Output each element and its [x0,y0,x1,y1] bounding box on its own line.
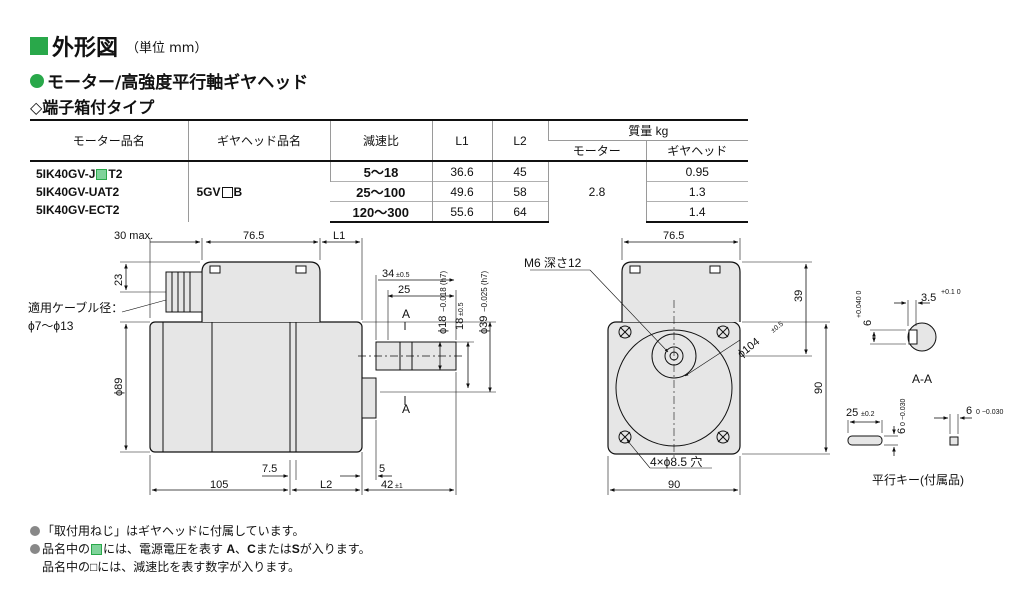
dim-25: 25 [398,284,410,296]
th-l1: L1 [431,119,492,161]
key-section-view [847,300,972,456]
side-view [120,238,496,495]
note-item: 品名中の□には、減速比を表す数字が入ります。 [42,560,301,574]
dim-phi104-tol: ±0.5 [770,321,785,335]
l2-cell: 64 [491,201,548,223]
cable-range: ϕ7～ϕ13 [28,319,74,333]
dim-5: 5 [379,463,385,475]
gear-mass-cell: 1.4 [645,201,748,223]
title-text: 外形図 [52,36,119,61]
bullet-icon [30,526,40,536]
ratio-cell: 5～18 [329,160,432,182]
notes: 「取付用ねじ」はギヤヘッドに付属しています。 品名中のには、電源電圧を表す A、… [30,522,371,576]
dim-90-vertical: 90 [813,382,825,394]
th-motor-name: モーター品名 [30,119,188,161]
motor-model-3: 5IK40GV-ECT2 [36,203,120,217]
section-aa-label: A-A [912,372,932,386]
l2-cell: 58 [491,181,548,202]
holes-label: 4×ϕ8.5 穴 [650,454,702,469]
ratio-cell: 25～100 [330,181,432,202]
th-mass-motor: モーター [548,140,646,161]
placeholder-square-icon [221,187,233,199]
key-dim-6: 6 [862,320,874,326]
dim-30max: 30 max. [114,230,153,242]
section-heading: モーター/高強度平行軸ギヤヘッド [30,68,308,93]
dim-l2: L2 [320,479,332,491]
terminal-box [201,261,321,322]
section-mark-a-top: A [402,307,410,321]
table-row: 25～100 49.6 58 1.3 [30,181,748,202]
l1-cell: 49.6 [431,181,492,202]
th-mass-gear: ギヤヘッド [645,140,748,161]
dim-23: 23 [113,274,125,286]
note-item: 「取付用ねじ」はギヤヘッドに付属しています。 [30,522,371,540]
key-dim-25: 25 [846,407,858,419]
green-square-icon [30,37,48,55]
subsection-heading: ◇端子箱付タイプ [30,98,155,117]
green-dot-icon [30,73,44,88]
cable-label: 適用ケーブル径： [28,300,123,315]
l1-cell: 55.6 [431,201,492,223]
motor-body [149,321,363,453]
dim-18-tol: ±0.5 [458,302,465,316]
dim-7-5: 7.5 [262,463,277,475]
dim-phi39-tol: −0.025 (h7) [480,271,489,312]
motor-mass-cell: 2.8 [547,160,646,222]
l2-cell: 45 [491,160,548,182]
key-dim-25-tol: ±0.2 [861,411,875,418]
page-title: 外形図 （単位 mm） [30,30,207,62]
th-gear-name: ギヤヘッド品名 [187,119,330,161]
placeholder-square-icon [96,169,108,181]
key-dim-6b: 6 [896,428,908,434]
section-mark-a-bottom: A [402,402,410,416]
parallel-key [847,435,883,446]
key-dim-6c-tol: 0 −0.030 [976,409,1004,416]
m6-label: M6 深さ12 [524,256,582,270]
ratio-cell: 120～300 [330,201,432,223]
key-dim-6b-tol: 0 −0.030 [900,398,907,426]
dim-42-tol: ±1 [395,483,403,490]
l1-cell: 36.6 [431,160,492,182]
key-dim-3-5-tol: +0.1 0 [941,289,961,296]
placeholder-square-icon [91,544,103,556]
dim-18: 18 [454,318,466,330]
bullet-icon [30,544,40,554]
dim-34-tol: ±0.5 [396,272,410,279]
key-dim-6-tol: +0.040 0 [856,290,863,318]
dim-phi18: ϕ18 [437,316,449,334]
dim-39: 39 [793,290,805,302]
dim-phi89: ϕ89 [113,378,125,396]
dim-34: 34 [382,268,394,280]
front-view [530,238,830,495]
dim-l1: L1 [333,230,345,242]
dim-76-5-side: 76.5 [243,230,264,242]
key-caption: 平行キー(付属品) [872,473,964,487]
table-row: 120～300 55.6 64 1.4 [30,201,748,223]
note-item: 品名中のには、電源電圧を表す A、CまたはSが入ります。 [30,540,371,558]
motor-model-2: 5IK40GV-UAT2 [36,185,120,199]
th-l2: L2 [491,119,548,161]
dim-42: 42 [381,479,393,491]
th-mass: 質量 kg [547,119,748,141]
unit-note: （単位 mm） [126,40,208,56]
dim-76-5-front: 76.5 [663,230,684,242]
dim-phi39: ϕ39 [478,316,490,334]
gear-mass-cell: 0.95 [645,160,748,182]
th-ratio: 減速比 [329,119,432,161]
section-text: モーター/高強度平行軸ギヤヘッド [47,73,309,93]
key-dim-3-5: 3.5 [921,292,936,304]
gear-mass-cell: 1.3 [645,181,748,202]
spec-table: モーター品名 ギヤヘッド品名 減速比 L1 L2 質量 kg モーター ギヤヘッ… [30,119,748,223]
dim-105: 105 [210,479,228,491]
key-dim-6c: 6 [966,405,972,417]
dim-90-horizontal: 90 [668,479,680,491]
dim-phi18-tol: −0.018 (h7) [439,271,448,312]
